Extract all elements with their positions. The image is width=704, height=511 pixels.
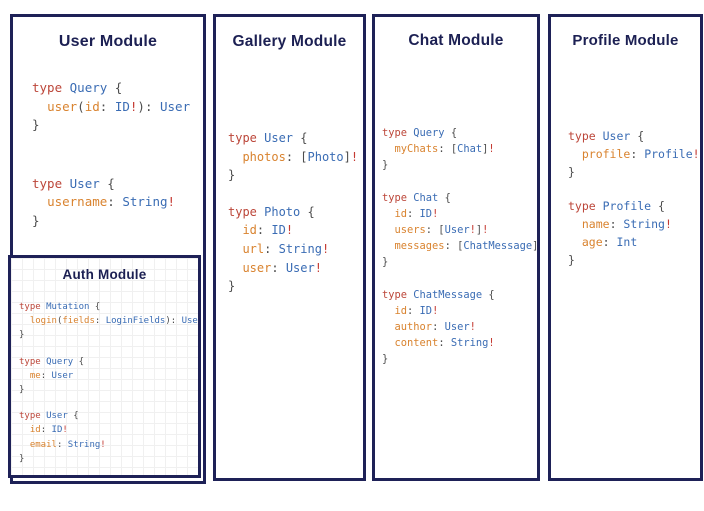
panel-profile-module: Profile Module type User { profile: Prof… xyxy=(548,14,703,481)
code-block: type Chat { id: ID! users: [User!]! mess… xyxy=(382,191,539,269)
chat-module-title: Chat Module xyxy=(408,32,504,49)
profile-module-title: Profile Module xyxy=(572,32,679,49)
code-block: type ChatMessage { id: ID! author: User!… xyxy=(382,288,495,366)
gallery-module-code: type User { photos: [Photo]! } type Photo… xyxy=(228,129,358,314)
code-block: type Query { myChats: [Chat]! } xyxy=(382,127,495,172)
code-block: type Mutation { login(fields: LoginField… xyxy=(19,302,198,341)
code-block: type User { profile: Profile! } xyxy=(568,129,700,179)
code-block: type User { id: ID! email: String! } xyxy=(19,411,106,464)
panel-auth-module: Auth Module type Mutation { login(fields… xyxy=(8,255,201,478)
panel-chat-module: Chat Module type Query { myChats: [Chat]… xyxy=(372,14,540,481)
user-module-code: type Query { user(id: ID!): User } type U… xyxy=(32,79,190,270)
chat-module-code: type Query { myChats: [Chat]! } type Chat… xyxy=(382,125,539,384)
code-block: type Query { me: User } xyxy=(19,356,85,396)
auth-module-title: Auth Module xyxy=(62,267,147,282)
user-module-title: User Module xyxy=(58,33,158,50)
code-block: type User { username: String! } xyxy=(32,175,176,228)
code-block: type Photo { id: ID! url: String! user: … xyxy=(228,204,330,294)
auth-module-code: type Mutation { login(fields: LoginField… xyxy=(19,300,198,475)
code-block: type Profile { name: String! age: Int } xyxy=(568,199,672,267)
panel-gallery-module: Gallery Module type User { photos: [Phot… xyxy=(213,14,366,481)
gallery-module-title: Gallery Module xyxy=(232,33,347,50)
code-block: type User { photos: [Photo]! } xyxy=(228,131,359,183)
code-block: type Query { user(id: ID!): User } xyxy=(32,80,191,132)
profile-module-code: type User { profile: Profile! } type Prof… xyxy=(568,127,700,285)
